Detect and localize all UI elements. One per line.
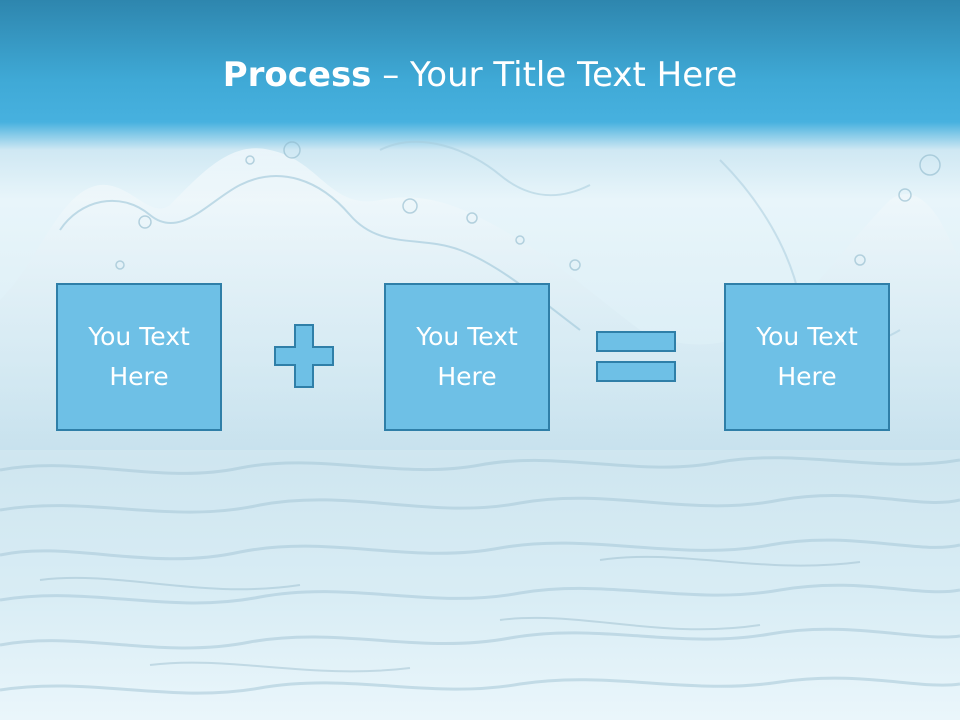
process-box-1: You Text Here bbox=[56, 283, 222, 431]
process-box-3-line2: Here bbox=[777, 362, 837, 391]
process-box-2-line1: You Text bbox=[416, 322, 518, 351]
process-box-2-text: You Text Here bbox=[416, 317, 518, 397]
plus-icon bbox=[274, 324, 334, 388]
process-box-2-line2: Here bbox=[437, 362, 497, 391]
process-box-3: You Text Here bbox=[724, 283, 890, 431]
process-box-1-line2: Here bbox=[109, 362, 169, 391]
process-box-1-line1: You Text bbox=[88, 322, 190, 351]
process-box-2: You Text Here bbox=[384, 283, 550, 431]
slide-title: Process – Your Title Text Here bbox=[0, 52, 960, 98]
process-box-3-text: You Text Here bbox=[756, 317, 858, 397]
title-strong-text: Process bbox=[222, 55, 372, 95]
title-rest-text: – Your Title Text Here bbox=[371, 55, 738, 95]
equals-icon bbox=[596, 331, 676, 382]
process-box-1-text: You Text Here bbox=[88, 317, 190, 397]
process-box-3-line1: You Text bbox=[756, 322, 858, 351]
